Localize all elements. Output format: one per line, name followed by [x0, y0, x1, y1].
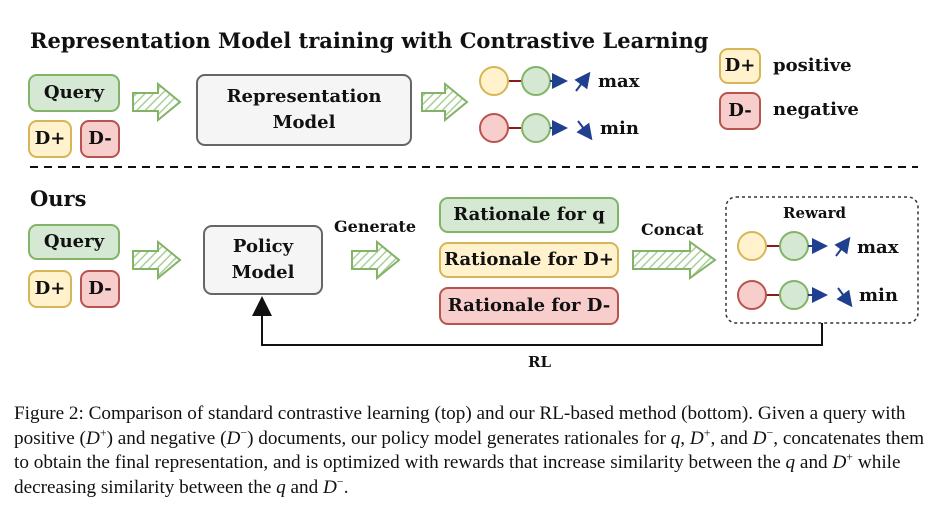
rl-label: RL [528, 353, 552, 371]
representation-model-box: Representation Model [196, 74, 412, 146]
bottom-dminus-box: D- [80, 270, 120, 308]
concat-label: Concat [641, 220, 704, 239]
representation-model-label-line2: Model [272, 112, 336, 133]
policy-model-label-line1: Policy [232, 235, 294, 257]
legend-dplus-box: D+ [719, 48, 761, 84]
reward-label: Reward [783, 204, 847, 222]
figure-caption: Figure 2: Comparison of standard contras… [14, 403, 925, 498]
bottom-max-up-arrow [834, 236, 851, 257]
legend-negative-label: negative [773, 99, 859, 120]
bottom-min-label: min [859, 285, 898, 306]
legend-positive-label: positive [773, 55, 852, 76]
top-output-block-arrow [421, 81, 469, 123]
top-section-title: Representation Model training with Contr… [30, 28, 709, 53]
top-max-label: max [598, 71, 640, 92]
rationale-dplus-box: Rationale for D+ [439, 242, 619, 278]
diagram-graphics [30, 66, 919, 346]
concat-block-arrow [632, 240, 717, 280]
bottom-section-title: Ours [30, 186, 87, 211]
top-negative-pair [479, 113, 593, 143]
policy-model-box: Policy Model [203, 225, 323, 295]
caption-label: Figure 2: [14, 403, 84, 424]
rl-feedback-arrow [252, 296, 823, 346]
generate-label: Generate [334, 217, 417, 236]
bottom-min-down-arrow [836, 287, 853, 308]
top-query-box: Query [28, 74, 120, 112]
generate-block-arrow [351, 239, 401, 281]
legend-dminus-box: D- [719, 92, 761, 130]
rationale-q-box: Rationale for q [439, 197, 619, 233]
top-max-up-arrow [574, 71, 591, 92]
top-positive-pair [479, 66, 591, 96]
bottom-dplus-box: D+ [28, 270, 72, 308]
bottom-negative-pair [737, 280, 853, 310]
policy-model-label-line2: Model [231, 262, 295, 283]
top-input-block-arrow [132, 81, 182, 123]
bottom-positive-pair [737, 231, 851, 261]
top-dminus-box: D- [80, 120, 120, 158]
top-dplus-box: D+ [28, 120, 72, 158]
bottom-input-block-arrow [132, 239, 182, 281]
rationale-dminus-box: Rationale for D- [439, 287, 619, 325]
representation-model-label-line1: Representation [226, 85, 382, 107]
top-min-down-arrow [576, 120, 593, 141]
bottom-max-label: max [857, 237, 899, 258]
bottom-query-box: Query [28, 224, 120, 260]
top-min-label: min [600, 118, 639, 139]
reward-box [725, 196, 919, 324]
